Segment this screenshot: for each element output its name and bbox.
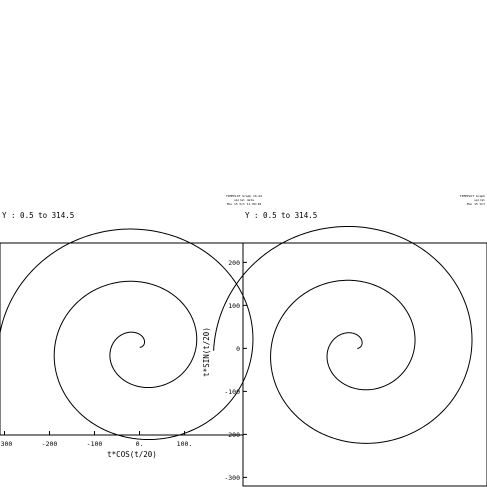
x-tick-label: -200 [42,440,58,448]
header-line: TIMEPLOT Graph 16.62 [226,194,262,198]
header-line: TIMEPLOT Graph [460,194,485,198]
y-tick-label: -300 [224,474,240,482]
right-spiral-series [213,225,473,444]
right-range-label: Y : 0.5 to 314.5 [245,211,317,220]
right-plot-frame [242,242,487,487]
left-x-axis: -300 -200 -100 0. 100. [0,431,192,448]
y-tick-label: -100 [224,388,240,396]
header-stamp-right: TIMEPLOT Graph spiral Mon 15 Oct [460,194,485,206]
x-tick-label: -100 [87,440,103,448]
right-y-axis: -300 -200 -100 0 100 200 [224,259,247,482]
right-y-axis-label: t*SIN(t/20) [202,327,211,377]
y-tick-label: 100 [228,302,240,310]
right-chart: Y : 0.5 to 314.5 -300 -200 -100 0 100 200 t*S… [202,211,487,487]
y-tick-label: 0 [236,345,240,353]
header-stamp-left: TIMEPLOT Graph 16.62 spiral data Mon 15 … [226,194,262,206]
header-line: spiral data [234,198,254,202]
header-line: Mon 15 Oct [467,202,485,206]
left-x-axis-label: t*COS(t/20) [107,450,157,459]
x-tick-label: -300 [0,440,12,448]
x-tick-label: 0. [136,440,144,448]
y-tick-label: 200 [228,259,240,267]
header-line: Mon 15 Oct 11 09:28 [227,202,262,206]
y-tick-label: -200 [224,431,240,439]
left-spiral-series [0,228,254,441]
left-range-label: Y : 0.5 to 314.5 [2,211,74,220]
x-tick-label: 100. [177,440,193,448]
header-line: spiral [474,198,485,202]
